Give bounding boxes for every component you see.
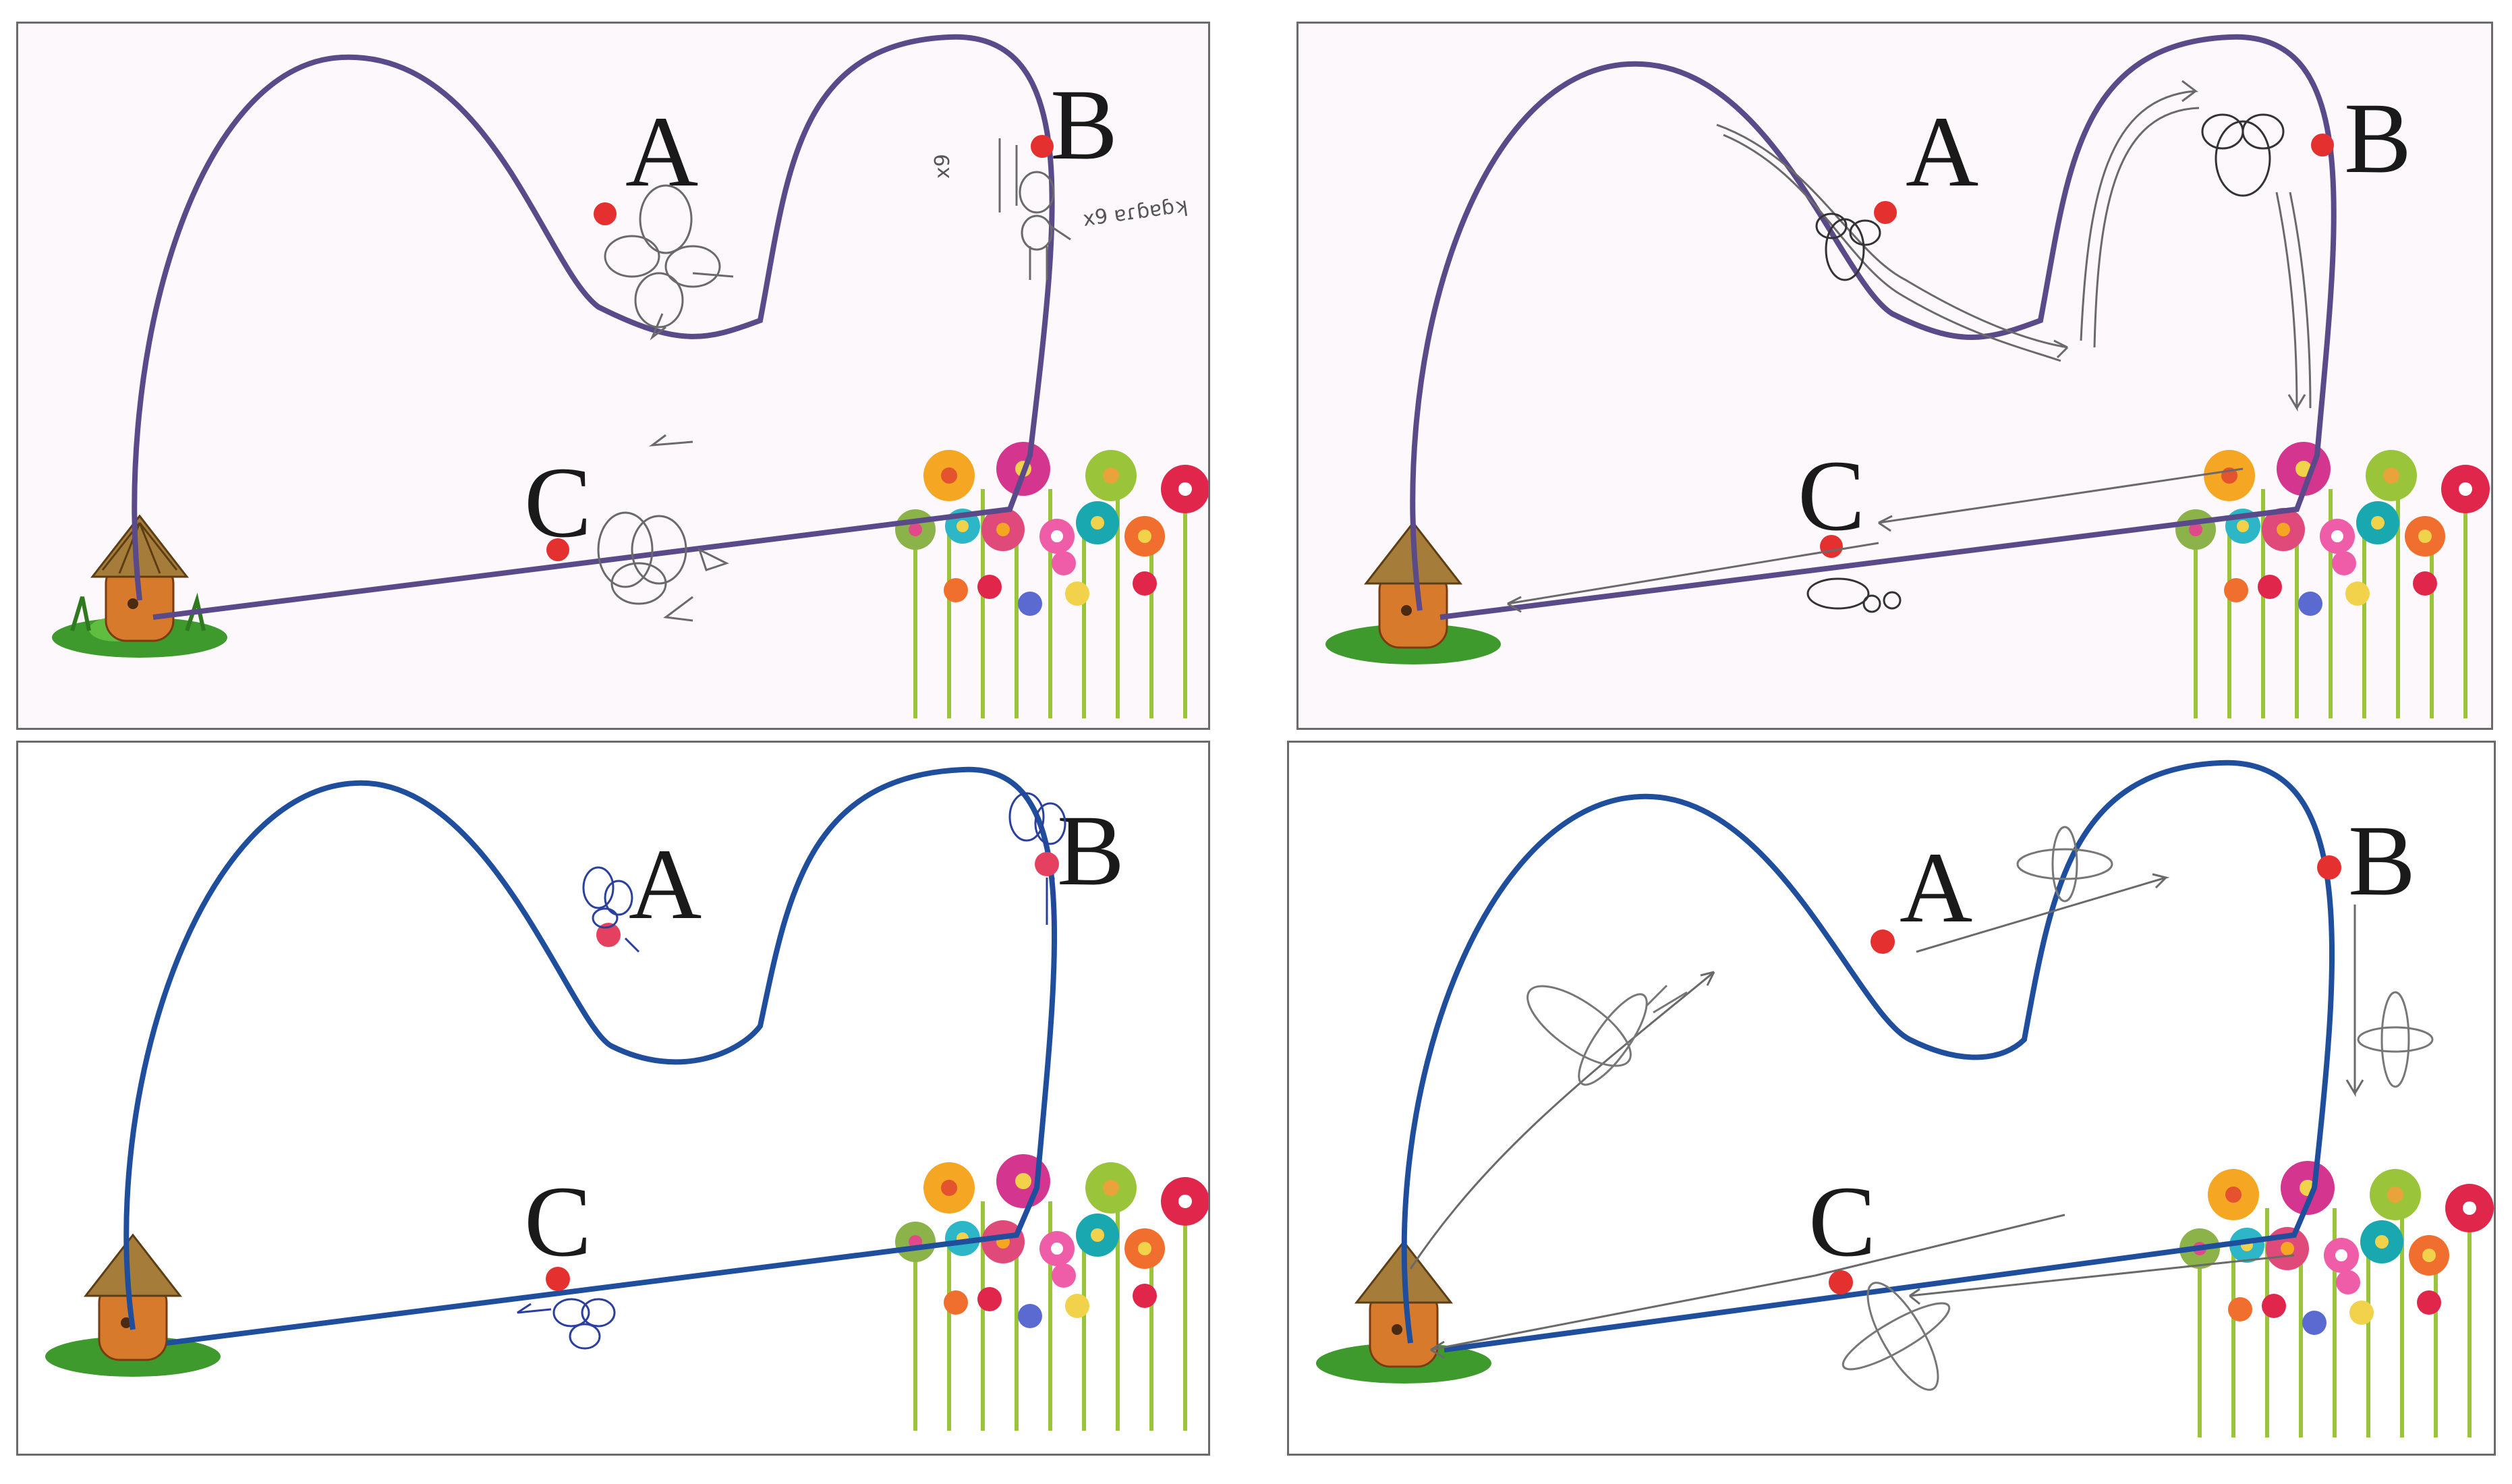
panel-top-left-drawing: A B C x9 x9 ɐɾɓɐɓʞ [18, 34, 1210, 730]
point-a [596, 923, 621, 947]
panel-bottom-left-drawing: A B C [44, 766, 1210, 1456]
panel-top-left: A B C x9 x9 ɐɾɓɐɓʞ [16, 22, 1210, 730]
panel-bottom-right: A B C [1287, 741, 2496, 1456]
handwriting-x9: x9 [931, 154, 954, 179]
point-b [1031, 135, 1054, 158]
panel-bottom-left: A B C [16, 741, 1210, 1456]
bee-drawing-icon [1806, 113, 2285, 613]
label-b: B [2348, 805, 2416, 917]
label-a: A [625, 96, 698, 208]
label-b: B [1050, 69, 1118, 181]
label-a: A [629, 828, 702, 940]
panel-top-right: A B C [1296, 22, 2493, 730]
label-c: C [524, 447, 592, 559]
label-c: C [1808, 1166, 1876, 1278]
flight-path [132, 34, 1055, 620]
point-c [546, 1267, 570, 1291]
bee-drawing-icon [517, 792, 1066, 1350]
point-a [594, 202, 617, 225]
label-a: A [1906, 96, 1978, 208]
point-b [2311, 134, 2334, 156]
label-c: C [1798, 440, 1865, 552]
point-a [1874, 201, 1897, 224]
label-b: B [2344, 82, 2411, 194]
point-c [546, 538, 569, 561]
label-c: C [524, 1166, 592, 1278]
panel-bottom-right-drawing: A B C [1315, 760, 2496, 1456]
arrow-icon [1507, 80, 2312, 613]
handwriting-word: x9 ɐɾɓɐɓʞ [1081, 193, 1189, 231]
bee-drawing-icon [597, 138, 1071, 622]
flight-path [1401, 760, 2335, 1352]
label-b: B [1057, 795, 1124, 907]
arrow-icon [1409, 873, 2364, 1359]
panel-top-right-drawing: A B C [1324, 34, 2493, 730]
point-c [1829, 1270, 1853, 1294]
label-a: A [1900, 832, 1972, 944]
bee-drawing-icon [1526, 826, 2434, 1391]
flight-path [123, 766, 1058, 1346]
flight-path [1410, 34, 2337, 620]
point-b [1035, 852, 1059, 876]
point-a [1871, 930, 1895, 954]
point-b [2317, 855, 2341, 880]
